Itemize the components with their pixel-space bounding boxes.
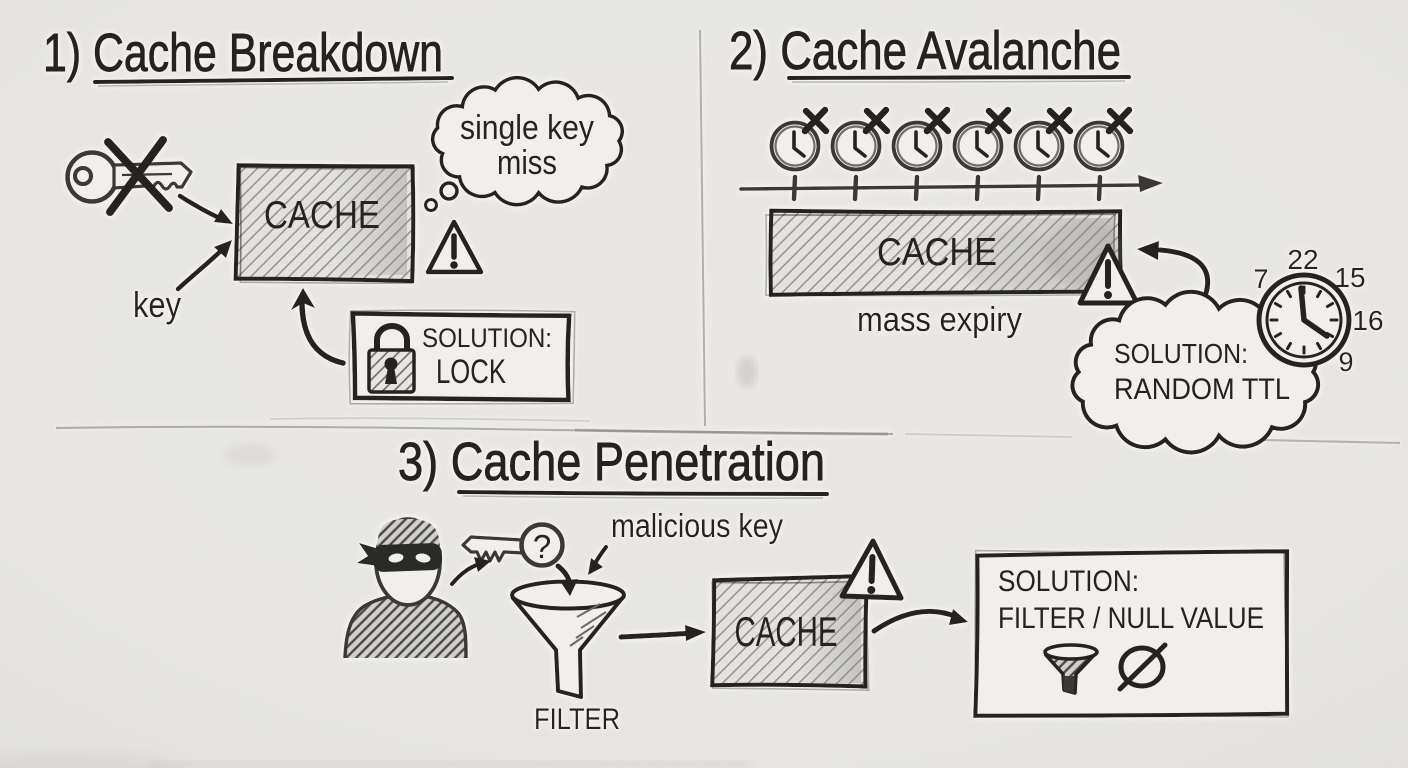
svg-text:9: 9 xyxy=(1338,347,1353,377)
svg-text:mass expiry: mass expiry xyxy=(857,301,1022,339)
svg-text:22: 22 xyxy=(1287,244,1318,275)
svg-text:CACHE: CACHE xyxy=(735,608,838,655)
svg-text:SOLUTION:: SOLUTION: xyxy=(422,323,552,353)
svg-text:3) Cache Penetration: 3) Cache Penetration xyxy=(398,432,825,492)
svg-text:LOCK: LOCK xyxy=(436,353,506,391)
svg-text:2) Cache Avalanche: 2) Cache Avalanche xyxy=(729,21,1121,81)
svg-text:SOLUTION:: SOLUTION: xyxy=(998,565,1139,598)
svg-text:7: 7 xyxy=(1253,264,1268,294)
svg-text:key: key xyxy=(133,284,181,325)
svg-text:CACHE: CACHE xyxy=(877,231,997,274)
svg-text:FILTER / NULL VALUE: FILTER / NULL VALUE xyxy=(998,602,1264,635)
svg-text:CACHE: CACHE xyxy=(264,194,380,237)
svg-text:FILTER: FILTER xyxy=(534,703,620,736)
svg-text:15: 15 xyxy=(1334,262,1365,293)
svg-text:16: 16 xyxy=(1352,305,1383,336)
svg-text:?: ? xyxy=(533,528,551,565)
svg-text:SOLUTION:: SOLUTION: xyxy=(1114,338,1248,369)
svg-text:single key: single key xyxy=(460,109,594,147)
svg-text:miss: miss xyxy=(497,144,557,182)
svg-text:1) Cache Breakdown: 1) Cache Breakdown xyxy=(43,23,443,83)
svg-text:RANDOM TTL: RANDOM TTL xyxy=(1114,373,1290,406)
svg-text:malicious key: malicious key xyxy=(611,507,783,544)
